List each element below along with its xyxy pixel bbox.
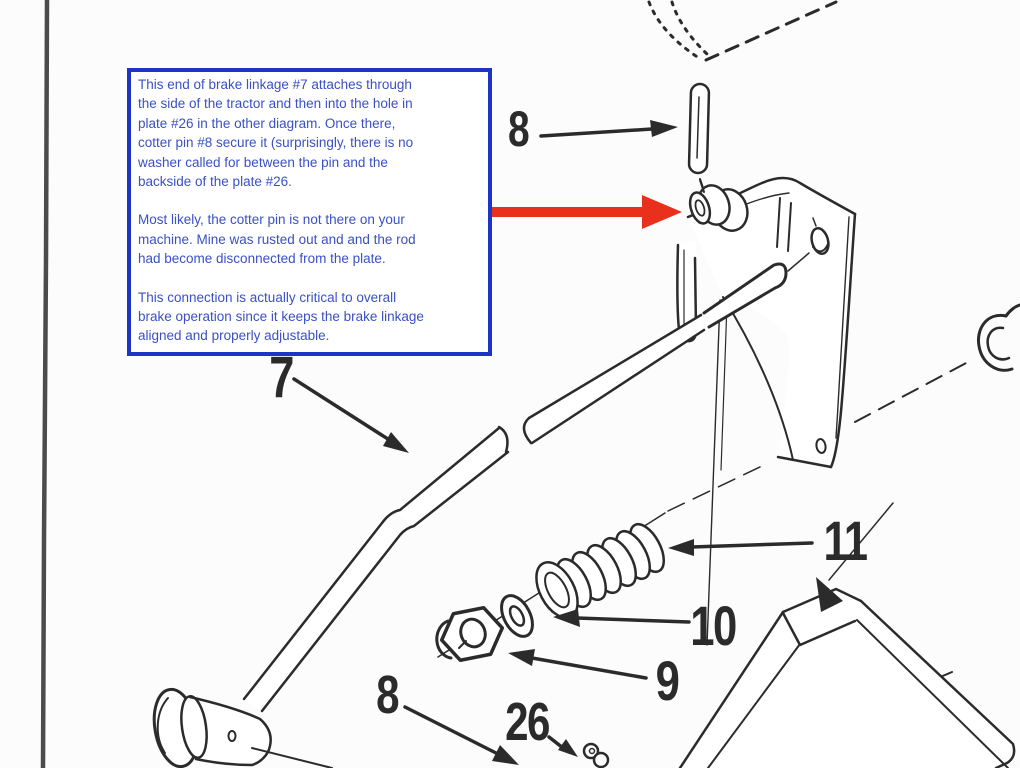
part-label-7: 7: [269, 346, 293, 411]
part-label-9: 9: [656, 650, 679, 712]
spring-drawing: [535, 522, 666, 619]
clevis-end-drawing: [152, 687, 333, 768]
brake-rod-drawing: [242, 313, 706, 713]
part-label-10: 10: [690, 595, 735, 657]
annotation-paragraph-1: This end of brake linkage #7 attaches th…: [138, 77, 414, 190]
cotter-pin-drawing: [687, 82, 711, 192]
arrow-11: [690, 541, 814, 549]
page-edge-line: [40, 0, 50, 768]
arrow-8-bottom: [403, 705, 498, 755]
part-label-8-bottom: 8: [376, 665, 399, 725]
arrow-10: [575, 616, 691, 624]
part-label-11: 11: [823, 510, 867, 572]
arrow-26: [547, 735, 565, 750]
arrow-7: [292, 377, 393, 443]
arrow-8-top: [539, 127, 654, 138]
bracket-drawing: [676, 176, 857, 646]
nut-drawing: [435, 605, 505, 663]
rod-through-bracket: [702, 252, 810, 329]
plate-lip-edge: [816, 577, 843, 612]
arrow-9: [530, 656, 648, 680]
red-callout-arrow: [490, 195, 682, 229]
pedal-plate-drawing: [678, 502, 1016, 768]
part-label-26: 26: [505, 692, 549, 752]
c-clip-drawing: [976, 303, 1020, 372]
label-arrows: [292, 120, 814, 765]
annotation-box: This end of brake linkage #7 attaches th…: [127, 68, 492, 356]
dotted-outline-top: [647, 0, 838, 62]
annotation-paragraph-2: Most likely, the cotter pin is not there…: [138, 212, 416, 267]
retainer-clip-drawing: [582, 742, 610, 768]
part-label-8-top: 8: [508, 100, 529, 157]
annotation-paragraph-3: This connection is actually critical to …: [138, 289, 424, 344]
washer-drawing: [500, 594, 534, 638]
clevis-pin-assembly: [688, 179, 749, 232]
part-labels: 8 7 11 10 9 8 26: [269, 100, 869, 752]
